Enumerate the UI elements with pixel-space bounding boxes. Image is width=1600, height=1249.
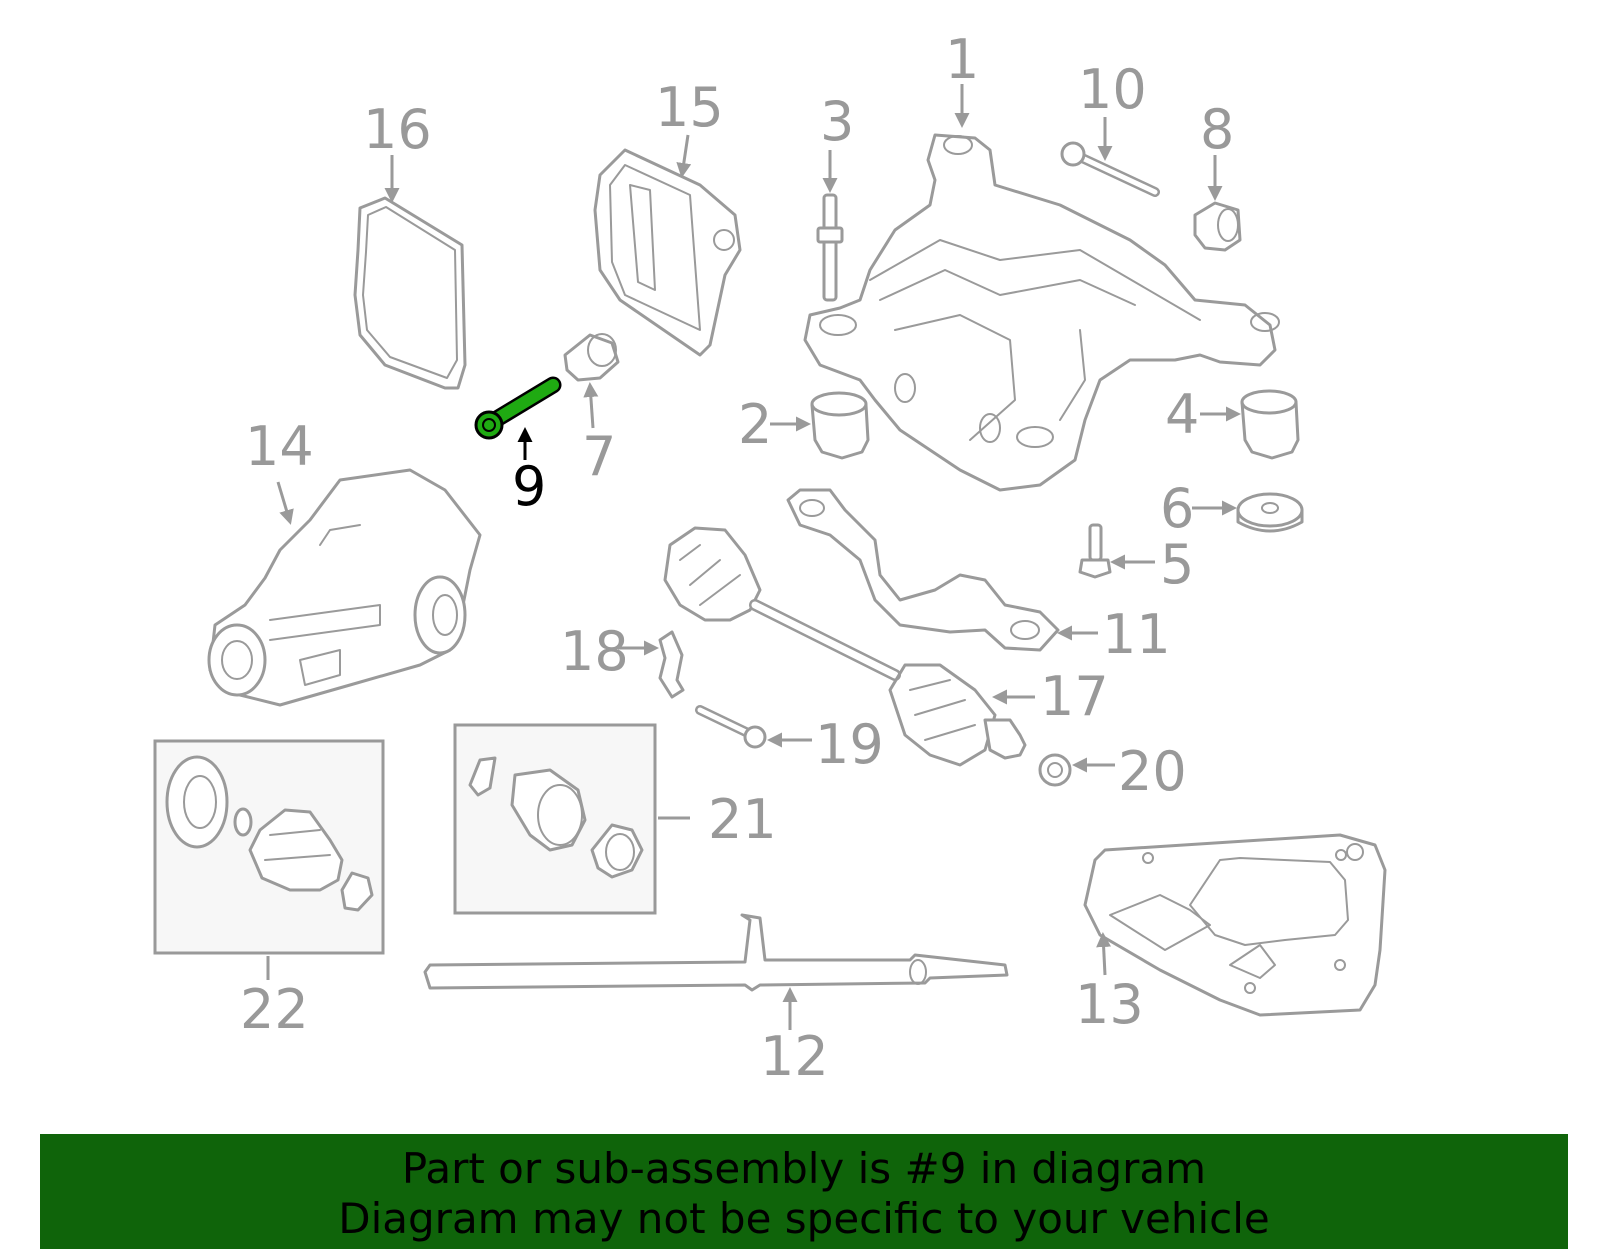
part-1-subframe[interactable] (803, 133, 1280, 492)
callout-1: 1 (945, 28, 979, 128)
part-7-bushing[interactable] (563, 333, 620, 382)
part-4-mount[interactable] (1240, 389, 1300, 460)
svg-text:12: 12 (760, 1025, 829, 1088)
callout-21: 21 (708, 788, 777, 851)
part-3-stud[interactable] (816, 193, 844, 302)
part-2-mount[interactable] (810, 391, 870, 460)
callout-6: 6 (1160, 477, 1237, 540)
part-10-bolt[interactable] (1060, 141, 1160, 197)
banner-line-1: Part or sub-assembly is #9 in diagram (401, 1144, 1207, 1193)
callout-9: 9 (512, 427, 546, 518)
part-21-boot-kit[interactable] (453, 723, 690, 915)
callout-11: 11 (1057, 603, 1171, 666)
svg-text:4: 4 (1165, 383, 1199, 446)
part-14-differential[interactable] (207, 468, 482, 707)
svg-text:14: 14 (245, 415, 314, 478)
part-20-nut[interactable] (1038, 753, 1072, 787)
callout-7: 7 (582, 382, 616, 488)
part-9-bolt-highlighted[interactable] (474, 376, 562, 440)
part-19-bolt[interactable] (695, 705, 767, 749)
callout-20: 20 (1072, 740, 1187, 803)
callout-14: 14 (245, 415, 314, 525)
part-15-cover[interactable] (593, 148, 742, 357)
svg-text:1: 1 (945, 28, 979, 91)
svg-text:13: 13 (1075, 973, 1144, 1036)
svg-text:9: 9 (512, 455, 546, 518)
svg-text:15: 15 (655, 76, 724, 139)
callout-10: 10 (1078, 58, 1147, 161)
svg-text:20: 20 (1118, 740, 1187, 803)
part-17-axle[interactable] (663, 526, 1027, 767)
svg-text:8: 8 (1200, 98, 1234, 161)
callout-5: 5 (1110, 533, 1194, 596)
svg-text:17: 17 (1040, 665, 1109, 728)
part-12-brace[interactable] (423, 913, 1009, 992)
banner-line-2: Diagram may not be specific to your vehi… (338, 1194, 1270, 1243)
svg-text:3: 3 (820, 90, 854, 153)
svg-text:19: 19 (815, 713, 884, 776)
part-6-washer[interactable] (1236, 492, 1304, 533)
svg-text:2: 2 (738, 393, 772, 456)
part-16-gasket[interactable] (353, 196, 467, 390)
svg-text:5: 5 (1160, 533, 1194, 596)
callout-18: 18 (560, 620, 659, 683)
svg-text:22: 22 (240, 978, 309, 1041)
callout-8: 8 (1200, 98, 1234, 201)
svg-text:16: 16 (363, 98, 432, 161)
part-11-control-arm[interactable] (786, 488, 1060, 652)
callout-12: 12 (760, 987, 829, 1088)
callout-22: 22 (240, 978, 309, 1041)
part-8-bushing[interactable] (1193, 201, 1242, 252)
callout-19: 19 (767, 713, 884, 776)
callout-16: 16 (363, 98, 432, 203)
callout-2: 2 (738, 393, 811, 456)
svg-text:18: 18 (560, 620, 629, 683)
callout-13: 13 (1075, 932, 1144, 1036)
svg-text:21: 21 (708, 788, 777, 851)
svg-text:10: 10 (1078, 58, 1147, 121)
part-5-bolt[interactable] (1078, 523, 1112, 579)
svg-text:6: 6 (1160, 477, 1194, 540)
callout-17: 17 (992, 665, 1109, 728)
callout-15: 15 (655, 76, 724, 178)
part-22-joint-kit[interactable] (153, 739, 385, 980)
part-18-clip[interactable] (658, 630, 685, 699)
callout-3: 3 (820, 90, 854, 193)
callout-4: 4 (1165, 383, 1241, 446)
svg-text:7: 7 (582, 425, 616, 488)
info-banner: Part or sub-assembly is #9 in diagram Di… (40, 1134, 1568, 1249)
svg-text:11: 11 (1102, 603, 1171, 666)
